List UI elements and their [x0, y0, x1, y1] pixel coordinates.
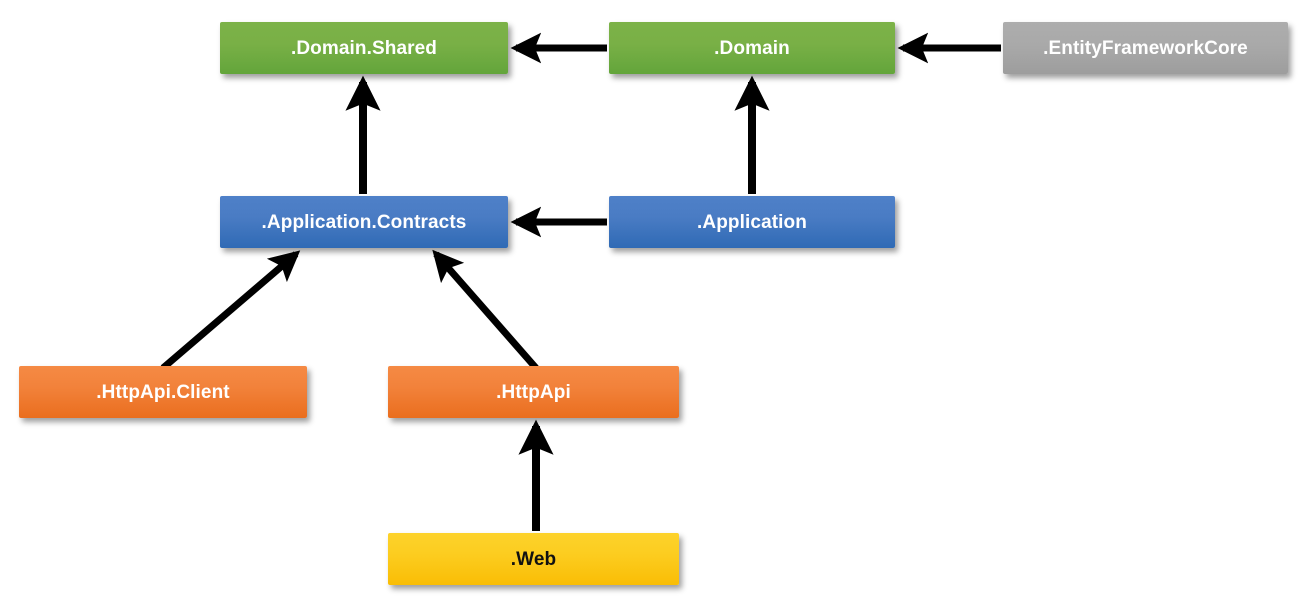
node-application-label: .Application	[697, 211, 807, 233]
edge-httpapi-to-application-contracts	[432, 249, 539, 371]
node-domain[interactable]: .Domain	[609, 22, 895, 74]
node-application-contracts-label: .Application.Contracts	[261, 211, 467, 233]
node-httpapi-client-label: .HttpApi.Client	[96, 381, 230, 403]
node-httpapi[interactable]: .HttpApi	[388, 366, 679, 418]
node-web-label: .Web	[510, 548, 557, 570]
node-entityframeworkcore[interactable]: .EntityFrameworkCore	[1003, 22, 1288, 74]
node-application-contracts[interactable]: .Application.Contracts	[220, 196, 508, 248]
node-web[interactable]: .Web	[388, 533, 679, 585]
node-entityframeworkcore-label: .EntityFrameworkCore	[1043, 37, 1248, 59]
node-httpapi-client[interactable]: .HttpApi.Client	[19, 366, 307, 418]
node-httpapi-label: .HttpApi	[496, 381, 571, 403]
node-domain-shared-label: .Domain.Shared	[290, 37, 438, 59]
node-application[interactable]: .Application	[609, 196, 895, 248]
edge-httpapi-client-to-application-contracts	[160, 250, 301, 371]
node-domain-shared[interactable]: .Domain.Shared	[220, 22, 508, 74]
node-domain-label: .Domain	[714, 37, 790, 59]
